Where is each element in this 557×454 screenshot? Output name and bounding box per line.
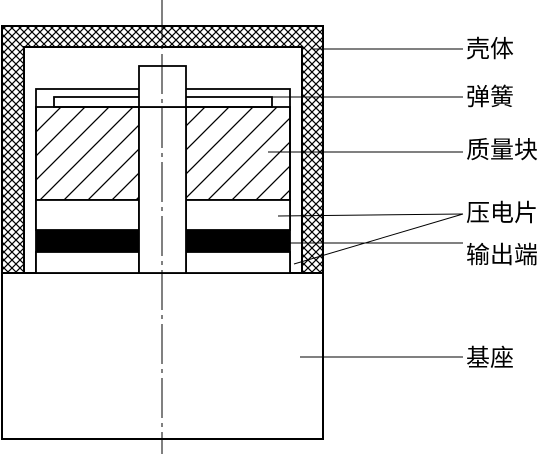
label-spring: 弹簧: [466, 83, 514, 111]
label-housing: 壳体: [466, 35, 514, 63]
leader-piezo-lower: [293, 213, 464, 265]
leader-piezo-upper: [277, 213, 464, 217]
label-mass-block: 质量块: [466, 136, 538, 164]
mass-block-left: [35, 106, 140, 201]
label-base: 基座: [466, 344, 514, 372]
mass-block-right: [185, 106, 291, 201]
piezo-plate-right: [185, 199, 291, 231]
lower-piezo-left: [35, 251, 140, 274]
label-piezo-plate: 压电片: [466, 199, 538, 227]
label-output-terminal: 输出端: [466, 241, 538, 269]
electrode-left: [36, 230, 139, 252]
lower-piezo-right: [185, 251, 291, 274]
electrode-right: [186, 230, 290, 252]
piezo-plate-left: [35, 199, 140, 231]
